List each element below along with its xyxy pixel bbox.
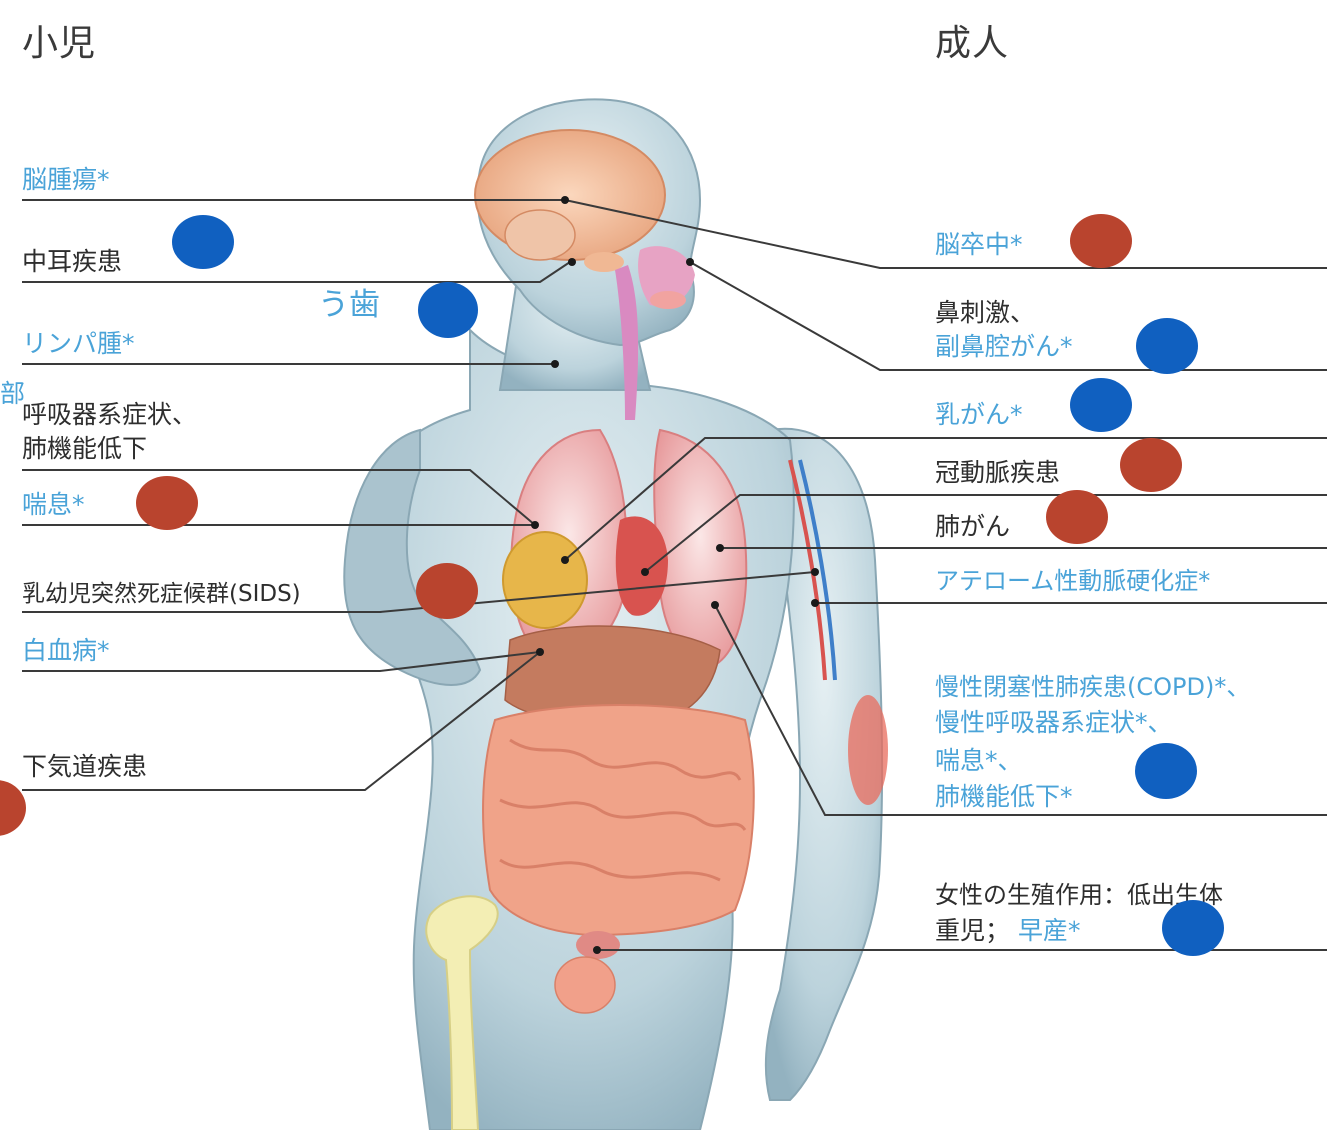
label-breast-cancer: 乳がん* — [935, 398, 1023, 432]
dot-blue-caries — [418, 282, 478, 338]
child-header: 小児 — [22, 14, 96, 66]
label-copd-2: 慢性呼吸器系症状*、 — [935, 706, 1173, 740]
label-lymphoma: リンパ腫* — [22, 327, 135, 361]
dot-blue-sinus — [1136, 318, 1198, 374]
label-respiratory-2: 肺機能低下 — [22, 432, 147, 466]
label-caries: う歯 — [318, 288, 380, 322]
dot-red-sids — [416, 563, 478, 619]
label-copd-3: 喘息*、 — [935, 744, 1023, 778]
label-stroke: 脳卒中* — [935, 228, 1023, 262]
label-nasal-2: 副鼻腔がん* — [935, 330, 1073, 364]
label-respiratory-1: 呼吸器系症状、 — [22, 398, 197, 432]
label-nasal-1: 鼻刺激、 — [935, 296, 1035, 330]
label-repro-2b: 早産* — [1018, 916, 1081, 945]
label-repro-2: 重児； 早産* — [935, 914, 1080, 948]
dot-blue-middle-ear — [172, 215, 234, 269]
dot-red-stroke — [1070, 214, 1132, 268]
label-sids: 乳幼児突然死症候群(SIDS) — [22, 577, 301, 611]
label-copd-1: 慢性閉塞性肺疾患(COPD)*、 — [935, 670, 1250, 704]
label-brain-tumor: 脳腫瘍* — [22, 163, 110, 197]
dot-red-coronary — [1120, 438, 1182, 492]
label-repro-2a: 重児； — [935, 916, 1010, 945]
dot-blue-copd — [1135, 743, 1197, 799]
label-leukemia: 白血病* — [22, 634, 110, 668]
dot-red-asthma — [136, 476, 198, 530]
label-asthma-child: 喘息* — [22, 488, 85, 522]
label-atherosclerosis: アテローム性動脈硬化症* — [935, 564, 1210, 598]
label-coronary: 冠動脈疾患 — [935, 456, 1060, 490]
dot-blue-breast — [1070, 378, 1132, 432]
dot-blue-repro — [1162, 900, 1224, 956]
label-middle-ear: 中耳疾患 — [22, 245, 122, 279]
label-lung-cancer: 肺がん — [935, 510, 1010, 544]
adult-header: 成人 — [935, 14, 1009, 66]
label-copd-4: 肺機能低下* — [935, 780, 1073, 814]
dot-red-lung-cancer — [1046, 490, 1108, 544]
label-lower-airway: 下気道疾患 — [22, 750, 147, 784]
